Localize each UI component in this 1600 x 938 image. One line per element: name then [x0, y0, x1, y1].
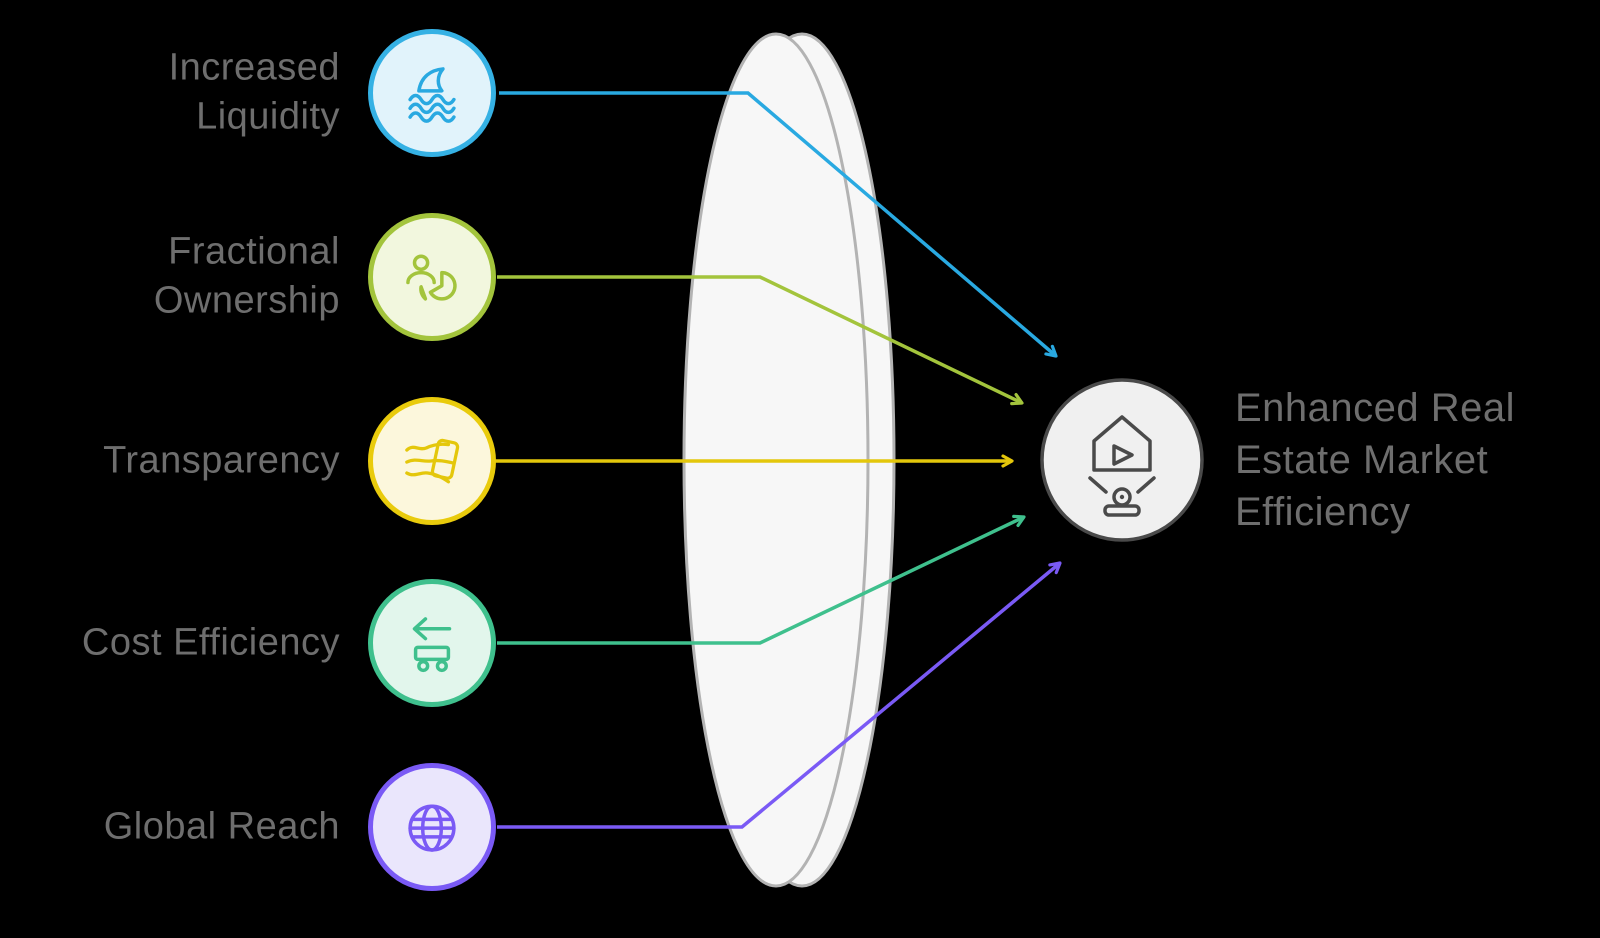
return-arrow-conveyor-icon	[412, 617, 452, 673]
hologram-house-projector-icon	[1088, 415, 1156, 517]
connector-fractional-ownership	[497, 275, 1024, 406]
connector-increased-liquidity	[499, 91, 1058, 358]
result-label-line-2: Estate Market	[1235, 438, 1489, 482]
badge-increased-liquidity	[368, 29, 496, 157]
result-label-line-1: Enhanced Real	[1235, 386, 1516, 430]
globe-icon	[408, 804, 456, 852]
result-node	[1040, 378, 1204, 542]
card-wind-lines-icon	[405, 438, 460, 484]
badge-fractional-ownership	[368, 213, 496, 341]
result-label: Enhanced Real Estate Market Efficiency	[1235, 382, 1515, 538]
person-pie-chart-icon	[406, 254, 457, 301]
label-global-reach: Global Reach	[103, 805, 340, 848]
label-cost-efficiency: Cost Efficiency	[81, 621, 340, 664]
label-increased-liquidity: Increased Liquidity	[168, 46, 340, 138]
connector-cost-efficiency	[497, 514, 1026, 645]
shark-fin-waves-icon	[408, 67, 456, 123]
badge-transparency	[368, 397, 496, 525]
badge-cost-efficiency	[368, 579, 496, 707]
label-transparency: Transparency	[103, 439, 340, 482]
label-fractional-ownership: Fractional Ownership	[153, 230, 340, 322]
connector-global-reach	[497, 561, 1062, 829]
result-label-line-3: Efficiency	[1235, 490, 1411, 534]
badge-global-reach	[368, 763, 496, 891]
